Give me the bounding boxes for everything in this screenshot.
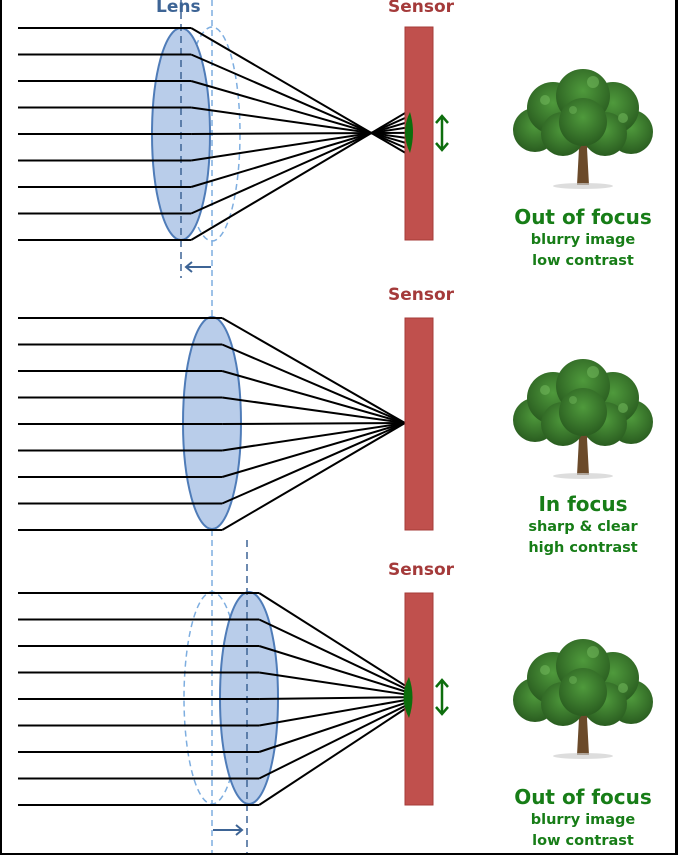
sensor <box>404 317 434 531</box>
caption-line: high contrast <box>528 540 638 556</box>
caption-line: blurry image <box>530 232 636 248</box>
caption-panel-1: Out of focus blurry image low contrast <box>493 204 673 272</box>
refracted-ray <box>222 422 406 425</box>
refracted-ray <box>259 671 406 696</box>
refracted-ray <box>258 705 406 780</box>
panel-2-in-focus: Sensor <box>18 285 653 531</box>
refracted-ray <box>258 699 406 727</box>
sensor-label-bottom: Sensor <box>388 560 455 580</box>
lens-label: Lens <box>156 0 201 17</box>
refracted-ray <box>221 422 406 505</box>
double-arrow-icon <box>435 114 449 152</box>
tree-icon <box>513 359 653 479</box>
panel-1-out-of-focus-near: Lens Sensor <box>18 0 653 278</box>
refracted-ray <box>258 618 406 690</box>
caption-panel-3: Out of focus blurry image low contrast <box>493 784 673 852</box>
caption-line: low contrast <box>532 253 634 269</box>
refracted-ray <box>221 422 406 531</box>
light-rays <box>18 27 406 241</box>
tree-icon <box>513 639 653 759</box>
refracted-ray <box>221 317 406 424</box>
refracted-ray <box>222 396 406 424</box>
caption-line: low contrast <box>532 833 634 849</box>
refracted-ray <box>221 422 406 478</box>
tree-icon <box>513 69 653 189</box>
caption-title: Out of focus <box>514 785 652 809</box>
refracted-ray <box>258 592 406 687</box>
caption-line: blurry image <box>530 812 636 828</box>
refracted-ray <box>221 343 406 424</box>
double-arrow-icon <box>435 678 449 716</box>
refracted-ray <box>258 645 406 693</box>
blur-spot <box>403 677 413 718</box>
light-rays <box>18 317 406 531</box>
caption-line: sharp & clear <box>528 519 638 535</box>
caption-title: In focus <box>538 492 628 516</box>
refracted-ray <box>259 696 406 700</box>
sensor-label-top: Sensor <box>388 0 455 17</box>
refracted-ray <box>190 112 406 241</box>
right-arrow-icon <box>213 824 244 836</box>
caption-title: Out of focus <box>514 205 652 229</box>
refracted-ray <box>258 708 406 806</box>
refracted-ray <box>258 702 406 753</box>
left-arrow-icon <box>184 261 211 273</box>
sensor-label-middle: Sensor <box>388 285 455 305</box>
light-rays <box>18 592 406 806</box>
refracted-ray <box>221 370 406 424</box>
panel-3-out-of-focus-far: Sensor <box>18 540 653 855</box>
refracted-ray <box>222 422 406 452</box>
blur-spot <box>405 112 413 153</box>
caption-panel-2: In focus sharp & clear high contrast <box>493 491 673 559</box>
